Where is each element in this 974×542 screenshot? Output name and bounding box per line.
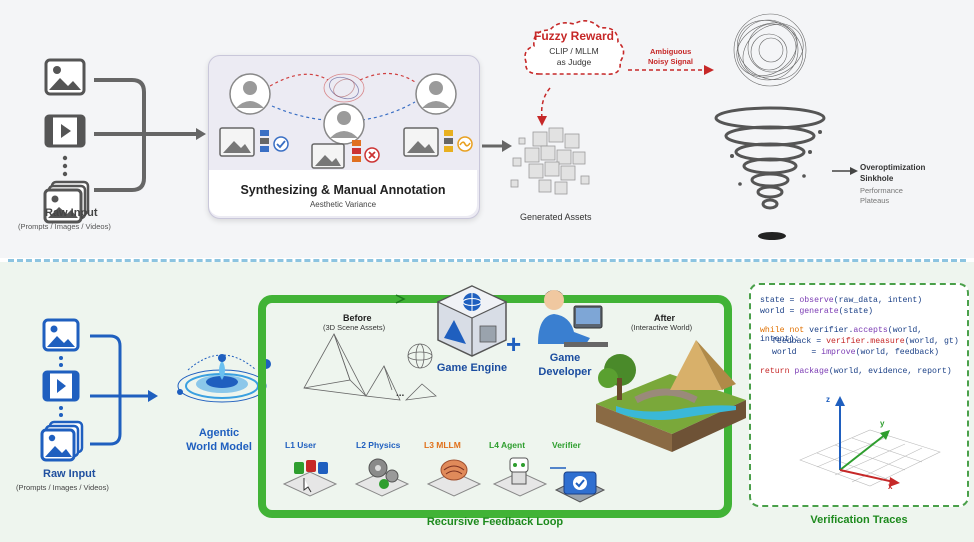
game-developer-line2: Developer xyxy=(538,366,592,378)
code-line-5: world = improve(world, feedback) xyxy=(772,348,940,357)
ambiguous-line2: Noisy Signal xyxy=(648,57,694,66)
ellipsis-dots xyxy=(62,155,68,177)
loop-stage-icons xyxy=(282,457,606,503)
reward-arrows xyxy=(537,65,714,126)
before-3d-assets xyxy=(303,333,437,401)
after-title: After xyxy=(654,313,676,323)
before-subtitle: (3D Scene Assets) xyxy=(323,323,386,332)
before-ellipsis: ... xyxy=(396,388,405,399)
stacked-images-icon xyxy=(43,180,90,224)
sinkhole-title1: Overoptimization xyxy=(860,163,926,172)
video-icon xyxy=(44,114,86,148)
annotation-illustration xyxy=(219,72,473,169)
rated-image-2 xyxy=(311,140,380,169)
bottom-input-connectors xyxy=(90,334,158,446)
loop-level-label: Verifier xyxy=(552,440,581,450)
l1-user-icon xyxy=(282,460,338,497)
sinkhole-arrow xyxy=(832,167,858,175)
verifier-icon xyxy=(554,471,606,503)
agentic-line1: Agentic xyxy=(198,427,240,439)
loop-level-label: L2 Physics xyxy=(356,440,401,450)
annotation-subtitle: Aesthetic Variance xyxy=(309,200,377,209)
axis-z-label: z xyxy=(826,395,830,404)
scribble-cluster xyxy=(323,73,365,103)
l2-physics-icon xyxy=(354,458,410,497)
sinkhole-sub2: Plateaus xyxy=(860,196,890,205)
after-subtitle: (Interactive World) xyxy=(631,323,693,332)
fuzzy-reward-title: Fuzzy Reward xyxy=(533,29,614,43)
bottom-raw-input-title: Raw Input xyxy=(43,468,96,480)
generated-assets-label: Generated Assets xyxy=(520,212,592,222)
l4-agent-icon xyxy=(492,457,548,497)
code-line-1: state = observe(raw_data, intent) xyxy=(760,296,923,305)
rated-image-1 xyxy=(219,127,289,157)
generated-assets-cubes xyxy=(510,127,590,195)
code-line-4: feedback = verifier.measure(world, gt) xyxy=(772,337,959,346)
loop-label: Recursive Feedback Loop xyxy=(426,516,564,528)
fuzzy-reward-line1: CLIP / MLLM xyxy=(549,46,599,56)
agentic-line2: World Model xyxy=(186,441,252,453)
loop-level-label: L3 MLLM xyxy=(424,440,461,450)
bottom-raw-input-subtitle: (Prompts / Images / Videos) xyxy=(16,483,109,492)
verification-axes xyxy=(799,396,941,487)
game-engine-icon xyxy=(436,285,508,357)
loop-level-label: L1 User xyxy=(285,440,317,450)
top-raw-input-subtitle: (Prompts / Images / Videos) xyxy=(18,222,111,231)
after-interactive-world xyxy=(596,340,746,452)
sinkhole-title2: Sinkhole xyxy=(860,174,894,183)
game-engine-label: Game Engine xyxy=(436,362,508,374)
verification-panel xyxy=(749,283,969,507)
annotator-avatar-3 xyxy=(415,73,457,115)
video-icon xyxy=(42,370,80,402)
loop-direction-marker xyxy=(395,294,406,304)
fuzzy-reward-line2: as Judge xyxy=(556,57,592,67)
annotator-avatar-2 xyxy=(323,103,365,145)
image-icon xyxy=(42,318,80,352)
section-divider xyxy=(8,259,966,262)
game-developer-line1: Game xyxy=(549,352,581,364)
top-input-connectors xyxy=(94,78,206,192)
code-line-3: while not verifier.accepts(world, intent… xyxy=(760,326,923,344)
before-title: Before xyxy=(343,313,372,323)
plus-sign: + xyxy=(506,329,522,359)
bottom-raw-input-icons xyxy=(40,318,84,462)
code-line-2: world = generate(state) xyxy=(760,307,874,316)
top-raw-input-icons xyxy=(43,58,90,224)
top-section-background xyxy=(0,0,974,258)
annotator-avatar-1 xyxy=(229,73,271,115)
image-icon xyxy=(44,58,86,96)
axis-y-label: y xyxy=(880,419,885,428)
annotation-panel-band xyxy=(209,170,477,216)
game-developer-illustration xyxy=(538,290,608,347)
fuzzy-reward-cloud xyxy=(524,20,625,76)
code-line-6: return package(world, evidence, report) xyxy=(760,367,952,376)
l3-mllm-icon xyxy=(426,459,482,497)
annotation-title: Synthesizing & Manual Annotation xyxy=(240,183,446,197)
ambiguous-line1: Ambiguous xyxy=(650,47,692,56)
verification-title: Verification Traces xyxy=(810,514,908,526)
loop-level-label: L4 Agent xyxy=(489,440,526,450)
top-raw-input-title: Raw Input xyxy=(45,207,98,219)
panel-to-assets-arrow xyxy=(482,140,512,152)
stacked-images-icon xyxy=(40,420,84,462)
sinkhole-vortex xyxy=(714,13,826,240)
agentic-world-model-orb xyxy=(177,354,271,403)
axis-x-label: x xyxy=(888,482,893,491)
rated-image-3 xyxy=(403,127,473,157)
sinkhole-sub1: Performance xyxy=(860,186,903,195)
